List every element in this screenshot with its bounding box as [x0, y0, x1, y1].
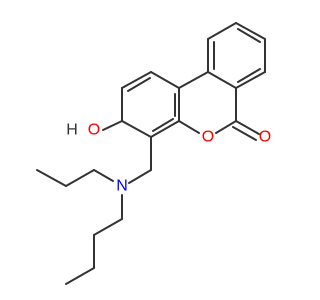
- bond-ring-c-4: [121, 120, 152, 138]
- bond-ring-c-inner-2: [152, 118, 174, 132]
- hydroxyl-oxygen-label: O: [88, 122, 100, 139]
- bond-ch2-n: [128, 169, 152, 184]
- bond-ring-a-inner-2: [237, 28, 261, 43]
- bonds: [36, 22, 266, 285]
- hydroxyl-hydrogen-label: H: [66, 122, 78, 139]
- carbonyl-oxygen-label: O: [259, 129, 271, 146]
- bond-ring-b-1: [178, 71, 209, 89]
- bond-ring-c-inner-1: [127, 77, 151, 92]
- bond-ring-c-1: [150, 71, 180, 89]
- bond-ring-c-5: [150, 120, 180, 138]
- ring-oxygen-label: O: [202, 129, 214, 146]
- bond-butyl-b-2: [93, 218, 123, 236]
- bond-butyl-a-3: [36, 169, 67, 187]
- amine-nitrogen-label: N: [116, 178, 128, 195]
- bond-butyl-a-1: [93, 169, 114, 182]
- bond-carbonyl-1: [235, 120, 260, 135]
- atom-labels: H O O O N: [66, 122, 271, 195]
- bond-ring-b-4: [215, 120, 237, 134]
- bond-ring-a-2: [207, 22, 237, 40]
- bond-ring-b-3: [178, 120, 200, 134]
- bond-ring-c-2: [121, 71, 152, 89]
- bond-ring-a-6: [207, 71, 237, 89]
- bond-c-oh: [102, 120, 123, 131]
- bond-ring-a-5: [235, 71, 266, 89]
- bond-ring-a-inner-3: [237, 68, 261, 83]
- bond-butyl-a-2: [65, 169, 95, 187]
- bond-butyl-b-4: [65, 267, 95, 285]
- molecule-structure: H O O O N: [36, 22, 271, 285]
- bond-ring-a-3: [235, 22, 266, 40]
- bond-carbonyl-2: [232, 126, 257, 141]
